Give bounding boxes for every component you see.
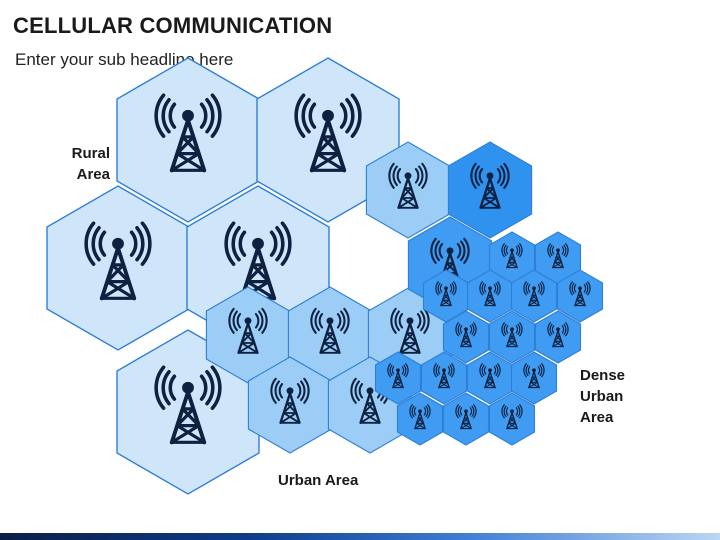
cell-tower-icon — [430, 237, 470, 284]
cell-tower-icon — [154, 93, 222, 173]
dense-cell — [442, 310, 490, 364]
urban-cell — [287, 286, 373, 384]
urban-cell — [447, 141, 533, 239]
cell-tower-icon — [501, 404, 523, 430]
cell-tower-icon — [409, 404, 431, 430]
rural-area-label-line-1: Rural — [71, 145, 110, 162]
rural-area-label-line-2: Area — [76, 166, 110, 183]
cell-tower-icon — [501, 322, 523, 348]
cell-tower-icon — [350, 377, 390, 424]
rural-cell — [46, 185, 190, 351]
rural-cell — [116, 329, 260, 495]
urban-area-label: Urban Area — [278, 472, 359, 489]
rural-cell — [256, 57, 400, 223]
dense-cell — [466, 269, 514, 323]
rural-cell — [116, 57, 260, 223]
cell-tower-icon — [479, 281, 501, 307]
dense-cell — [422, 269, 470, 323]
cell-tower-icon — [523, 281, 545, 307]
dense-cell — [534, 310, 582, 364]
cell-tower-icon — [435, 281, 457, 307]
cell-tower-icon — [479, 363, 501, 389]
dense-cell — [374, 351, 422, 405]
cell-tower-icon — [501, 243, 523, 269]
cell-tower-icon — [387, 363, 409, 389]
cell-tower-icon — [455, 322, 477, 348]
dense-urban-area-label-line-1: Dense — [580, 367, 626, 384]
dense-urban-area-label-line-3: Area — [580, 409, 614, 426]
cell-tower-icon — [569, 281, 591, 307]
footer-gradient-bar — [0, 533, 720, 540]
urban-cell-hexagon — [447, 141, 533, 239]
dense-cell — [488, 310, 536, 364]
page-title: CELLULAR COMMUNICATION — [13, 13, 333, 38]
dense-cell — [488, 231, 536, 285]
rural-area-label: Rural Area — [72, 143, 110, 185]
dense-cell — [420, 351, 468, 405]
dense-cell — [510, 269, 558, 323]
cell-tower-icon — [547, 243, 569, 269]
cell-tower-icon — [455, 404, 477, 430]
cell-tower-icon — [433, 363, 455, 389]
cell-tower-icon — [228, 307, 268, 354]
cell-tower-icon — [154, 365, 222, 445]
dense-cell — [466, 351, 514, 405]
cell-tower-icon — [224, 221, 292, 301]
dense-cell — [556, 269, 604, 323]
dense-urban-area-label-line-2: Urban — [580, 388, 624, 405]
cell-tower-icon — [310, 307, 350, 354]
cell-tower-icon — [84, 221, 152, 301]
dense-cell — [488, 392, 536, 446]
cell-tower-icon — [294, 93, 362, 173]
dense-cell — [396, 392, 444, 446]
cell-tower-icon — [523, 363, 545, 389]
cell-tower-icon — [547, 322, 569, 348]
cell-tower-icon — [470, 162, 510, 209]
rural-cell-hexagon — [256, 57, 400, 223]
cell-tower-icon — [390, 307, 430, 354]
dense-cell — [442, 392, 490, 446]
cell-tower-icon — [270, 377, 310, 424]
dense-cell — [510, 351, 558, 405]
cell-tower-icon — [388, 162, 428, 209]
dense-urban-area-label: Dense Urban Area — [580, 365, 625, 428]
